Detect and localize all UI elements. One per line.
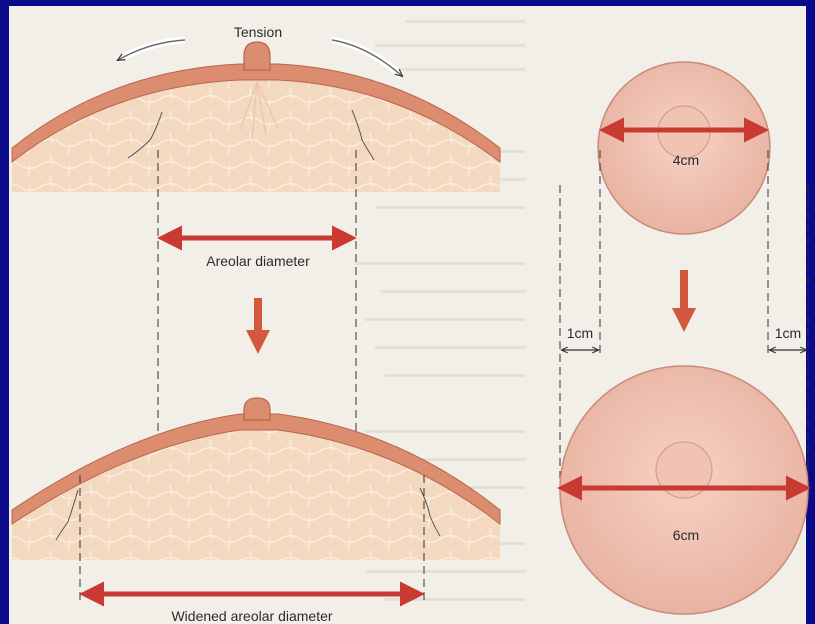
areolar-diameter-label: Areolar diameter (206, 253, 310, 269)
margin-left-label: 1cm (567, 325, 593, 341)
tension-label: Tension (234, 24, 282, 40)
margin-right-label: 1cm (775, 325, 801, 341)
small-diameter-label: 4cm (673, 152, 699, 168)
nipple-bottom (244, 398, 270, 420)
nipple-top (244, 42, 270, 70)
large-diameter-label: 6cm (673, 527, 699, 543)
widened-areolar-diameter-label: Widened areolar diameter (171, 608, 332, 624)
areola-small (598, 62, 770, 234)
